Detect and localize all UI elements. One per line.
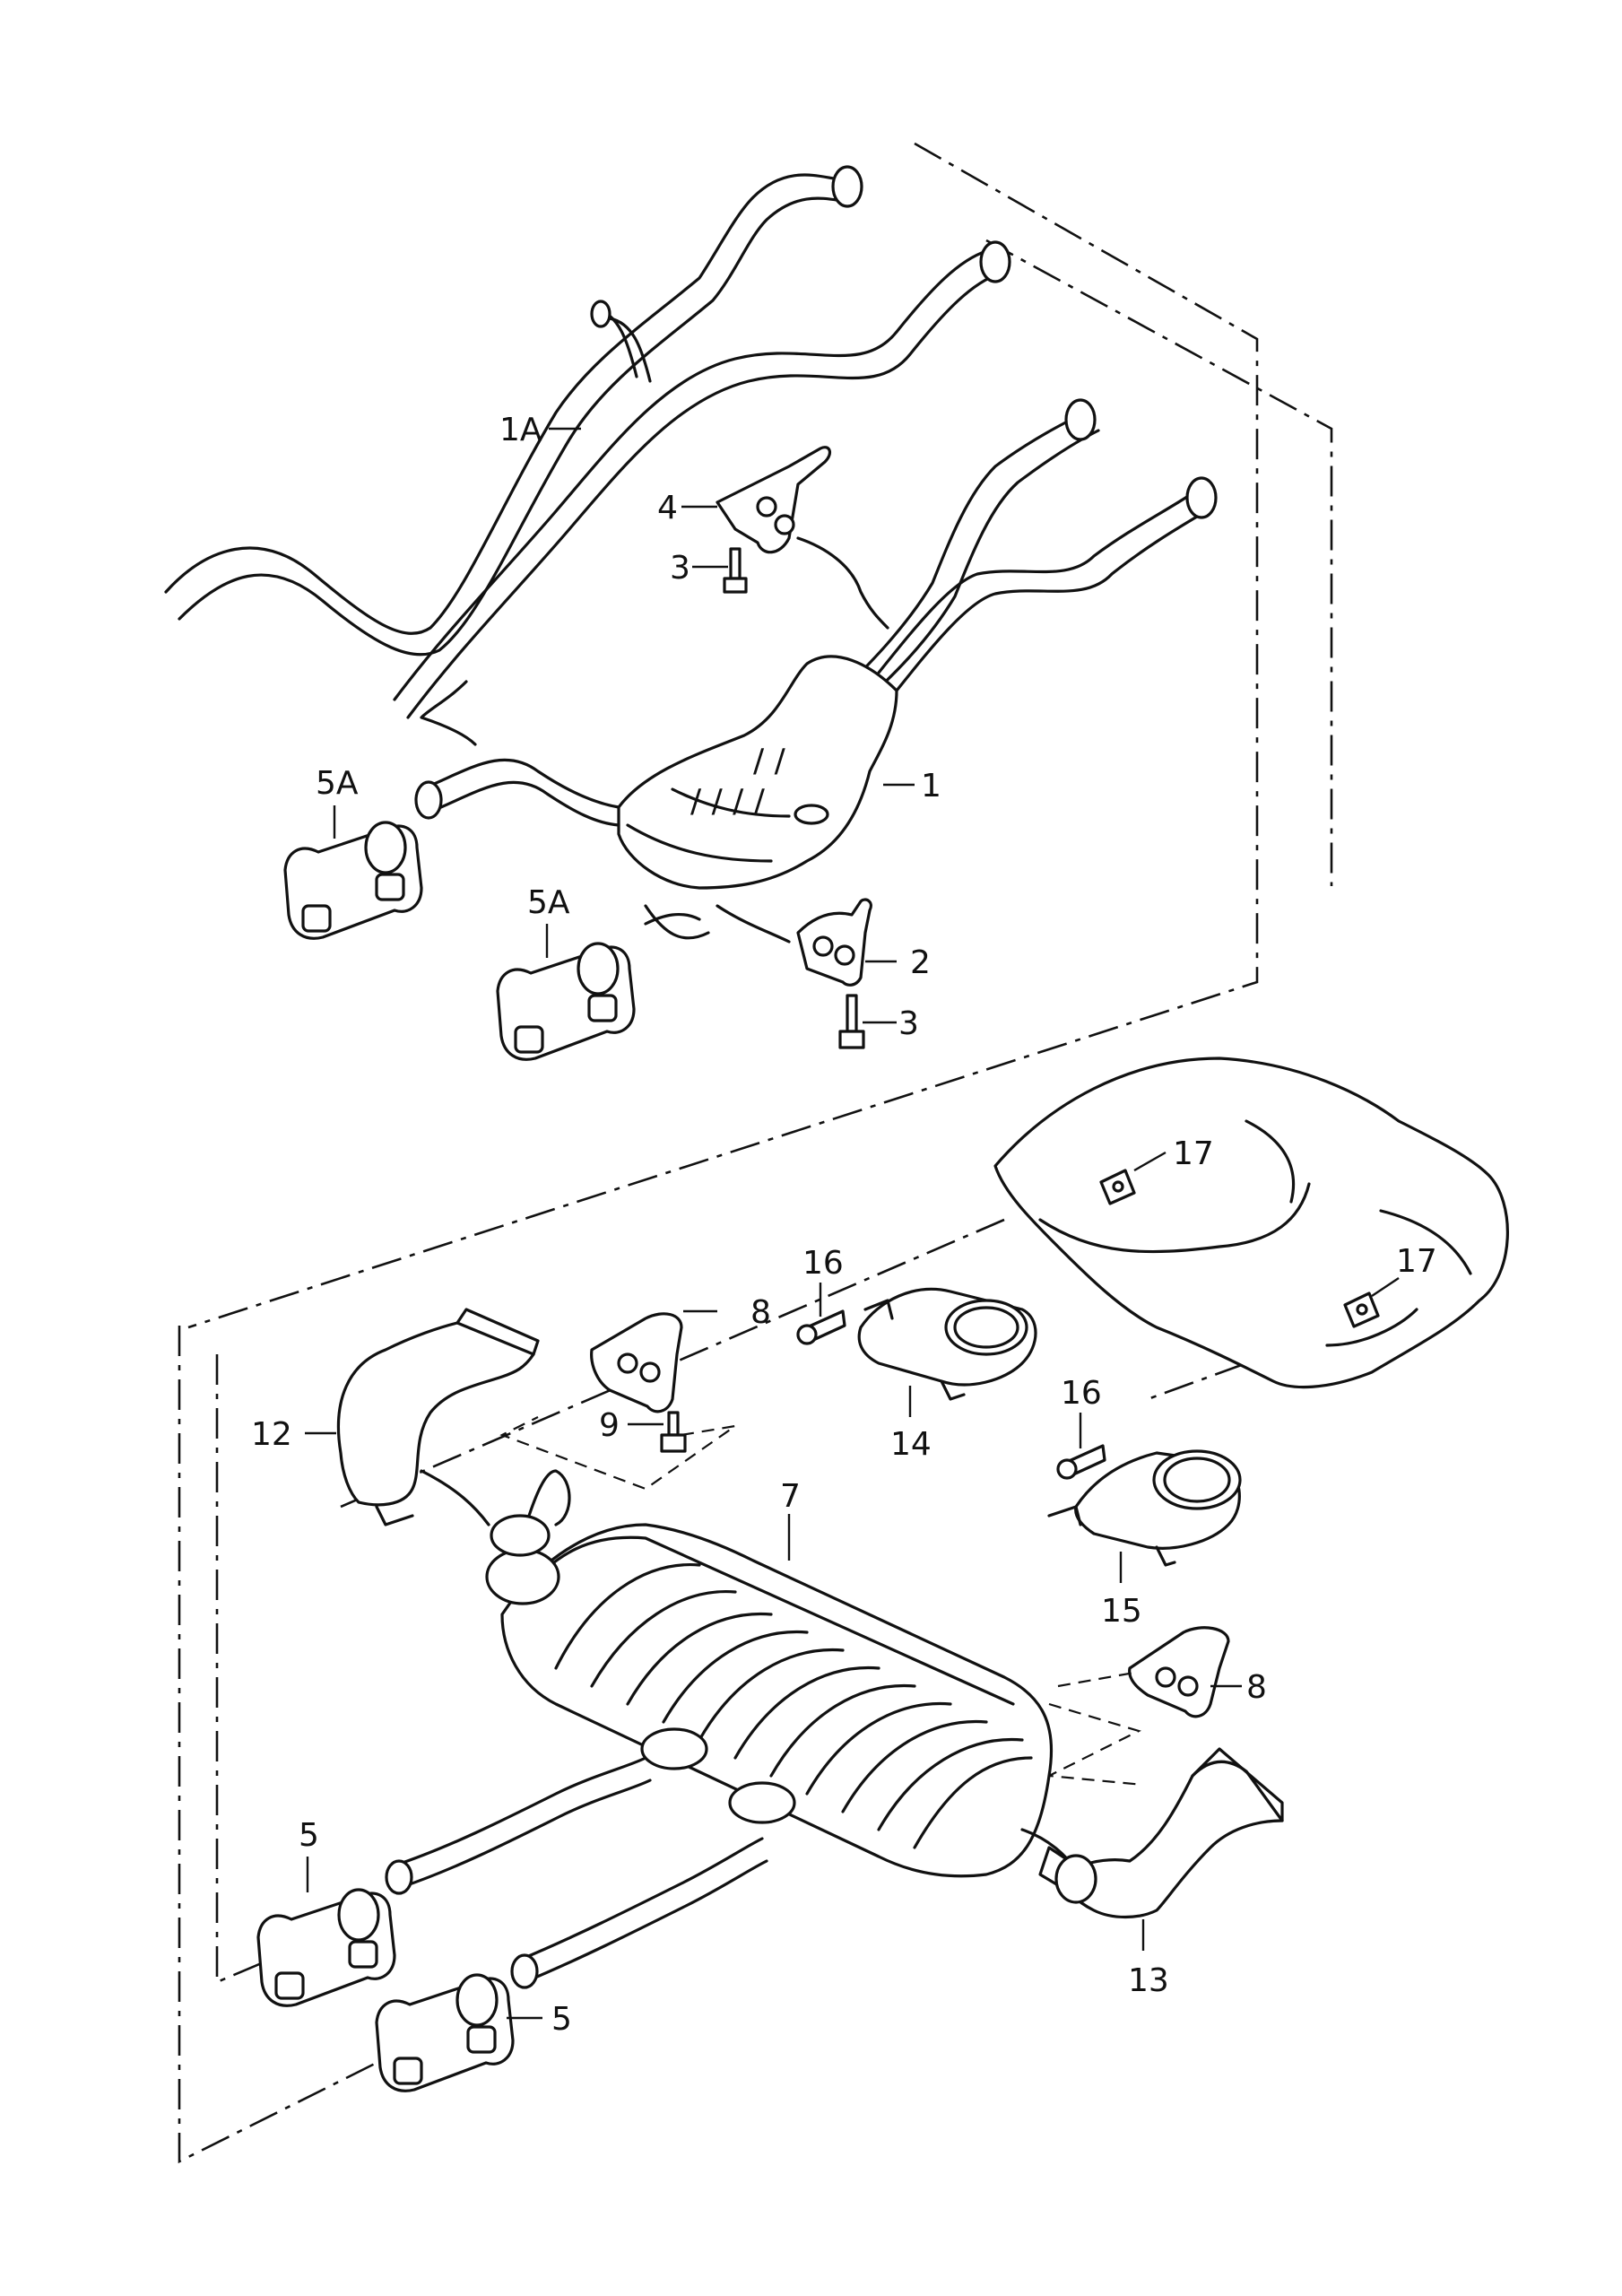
clamp-5A-lower [496, 913, 701, 1061]
leader-lines [305, 427, 1400, 2020]
bracket-8-upper [590, 1312, 683, 1413]
svg-text:/ /: / / [753, 743, 786, 779]
clamp-5A-upper [283, 821, 423, 940]
label-9: 9 [599, 1407, 620, 1444]
center-muffler: / / / / / / [414, 655, 898, 944]
label-3-lower: 3 [898, 1005, 919, 1042]
label-1: 1 [921, 768, 941, 804]
label-2: 2 [910, 944, 931, 981]
screw-16-b [1056, 1444, 1106, 1480]
label-8-upper: 8 [750, 1294, 771, 1331]
label-5A-upper: 5A [316, 765, 359, 802]
rear-muffler [485, 1469, 1081, 1891]
tailpipe-12 [336, 1308, 540, 1526]
clip-17-b [1343, 1292, 1380, 1328]
label-17-b: 17 [1396, 1243, 1437, 1280]
mount-bracket-2 [796, 898, 872, 987]
part-labels: 1A 4 3 5A 1 5A 2 3 17 16 8 17 12 9 14 16… [251, 412, 1437, 2038]
label-13: 13 [1128, 1962, 1169, 1999]
label-5-upper: 5 [299, 1817, 319, 1854]
bolt-9 [660, 1411, 687, 1453]
clamp-5-upper [256, 1888, 396, 2007]
bolt-3-lower [838, 994, 865, 1049]
label-1A: 1A [499, 412, 542, 448]
label-14: 14 [890, 1426, 932, 1463]
mount-bracket-4 [716, 446, 889, 630]
label-8-lower: 8 [1246, 1669, 1267, 1706]
heat-shield [993, 1057, 1509, 1389]
tailpipe-trim-15 [1047, 1449, 1242, 1567]
label-5A-lower: 5A [527, 884, 570, 921]
rear-pipes-right [832, 398, 1218, 710]
label-16-b: 16 [1061, 1375, 1102, 1412]
bolt-3-upper [723, 547, 748, 594]
label-17-a: 17 [1173, 1135, 1214, 1172]
label-4: 4 [657, 490, 678, 526]
svg-text:/ / / /: / / / / [690, 783, 766, 820]
label-16-a: 16 [802, 1245, 844, 1282]
label-12: 12 [251, 1416, 292, 1453]
clip-17-a [1099, 1169, 1136, 1205]
tailpipe-trim-14 [857, 1287, 1037, 1401]
tailpipe-13 [1054, 1747, 1284, 1919]
upper-assembly-frame [187, 142, 1333, 1329]
label-7: 7 [780, 1478, 801, 1515]
clamp-5-lower [375, 1973, 515, 2092]
front-pipe-1A [164, 165, 1011, 746]
label-3-upper: 3 [670, 550, 690, 587]
bracket-8-lower [1128, 1626, 1230, 1718]
rear-muffler-inlet-pipes [385, 1727, 796, 1989]
screw-16-a [796, 1309, 846, 1345]
label-15: 15 [1101, 1593, 1142, 1630]
label-5-lower: 5 [551, 2001, 572, 2038]
